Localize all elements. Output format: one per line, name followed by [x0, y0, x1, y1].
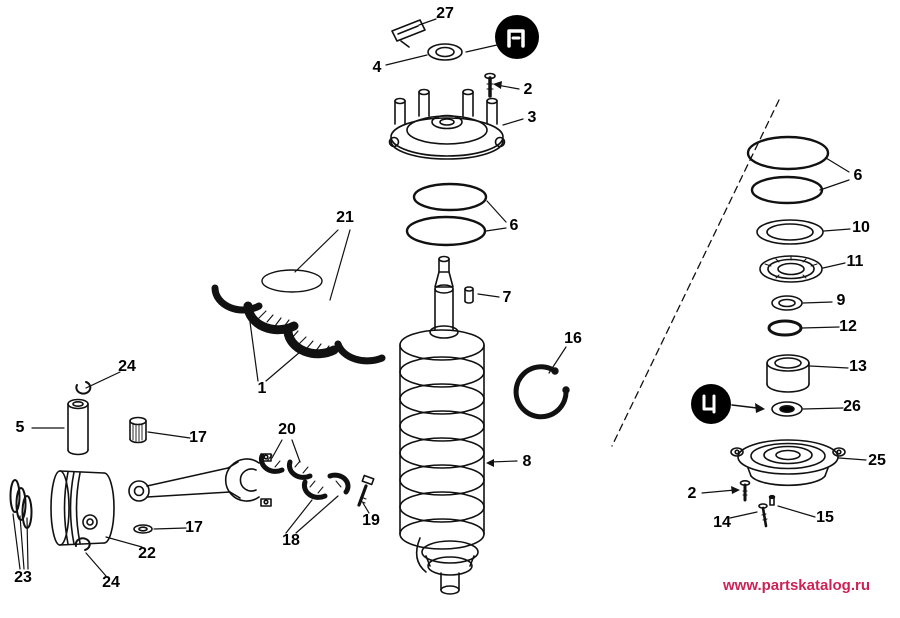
watermark: www.partskatalog.ru — [723, 577, 870, 594]
callout-1: 1 — [257, 380, 267, 397]
callout-15: 15 — [816, 509, 834, 526]
callout-27: 27 — [436, 5, 454, 22]
callout-6-middle: 6 — [509, 217, 519, 234]
seal-ring-part-10 — [757, 220, 823, 244]
callout-16: 16 — [564, 330, 582, 347]
callout-21: 21 — [336, 209, 354, 226]
clip-detail-icon — [466, 15, 539, 59]
washer-part-4 — [428, 44, 462, 60]
callout-14: 14 — [713, 514, 731, 531]
callout-8: 8 — [522, 453, 532, 470]
retainer-detail-icon — [691, 384, 765, 424]
dowel-pin-part-7 — [465, 287, 473, 303]
screw-part-14 — [759, 504, 767, 526]
connecting-rod — [129, 454, 271, 506]
screw-part-2-top — [485, 74, 495, 97]
piston-rings-part-6-right — [748, 137, 828, 203]
piston-ring-part-6-middle — [407, 184, 486, 245]
bearing-head-part-3 — [390, 90, 505, 160]
snap-ring-part-16 — [516, 367, 569, 417]
callout-25: 25 — [868, 452, 886, 469]
rod-bolt-part-19 — [359, 475, 374, 505]
pin-part-15 — [770, 496, 775, 505]
clip-part-27 — [392, 20, 425, 47]
callout-6-right: 6 — [853, 167, 863, 184]
callout-5: 5 — [15, 419, 25, 436]
callout-9: 9 — [836, 292, 846, 309]
callout-2-right: 2 — [687, 485, 697, 502]
callout-17-top: 17 — [189, 429, 207, 446]
callout-11: 11 — [846, 253, 864, 270]
rod-bearing-cages-part-18 — [304, 475, 348, 497]
callout-2-top: 2 — [523, 81, 533, 98]
small-bearing-part-26 — [772, 402, 802, 416]
needle-bearing-part-17-top — [130, 418, 146, 443]
callout-17-bottom: 17 — [185, 519, 203, 536]
piston-part-22 — [51, 471, 114, 545]
lower-seal-housing-part-25 — [731, 440, 845, 485]
callout-7: 7 — [502, 289, 512, 306]
callout-3: 3 — [527, 109, 537, 126]
callout-4: 4 — [372, 59, 382, 76]
rod-bearing-cages-part-20 — [261, 455, 310, 477]
callout-12: 12 — [839, 318, 857, 335]
o-ring-part-12 — [769, 321, 801, 335]
callout-19: 19 — [362, 512, 380, 529]
piston-rings-part-23 — [11, 480, 32, 528]
axis-dashed-line — [612, 100, 779, 446]
callout-24-bottom: 24 — [102, 574, 120, 591]
callout-13: 13 — [849, 358, 867, 375]
callout-26: 26 — [843, 398, 861, 415]
main-bearing-shells-parts-21-1 — [215, 270, 382, 361]
spacer-ring-part-9 — [772, 296, 802, 310]
retaining-clip-part-24-bottom — [76, 538, 90, 550]
leader-lines — [13, 19, 866, 576]
thrust-washer-part-17-bottom — [134, 525, 152, 533]
piston-pin-part-5 — [68, 400, 88, 455]
bushing-part-13 — [767, 355, 809, 392]
screw-part-2-right — [741, 481, 750, 500]
callout-22: 22 — [138, 545, 156, 562]
callout-23: 23 — [14, 569, 32, 586]
retaining-clip-part-24-top — [76, 382, 90, 394]
crankshaft-part-8 — [400, 257, 484, 595]
callout-20: 20 — [278, 421, 296, 438]
ball-bearing-part-11 — [760, 256, 822, 282]
callout-24-top: 24 — [118, 358, 136, 375]
callout-18: 18 — [282, 532, 300, 549]
callout-10: 10 — [852, 219, 870, 236]
